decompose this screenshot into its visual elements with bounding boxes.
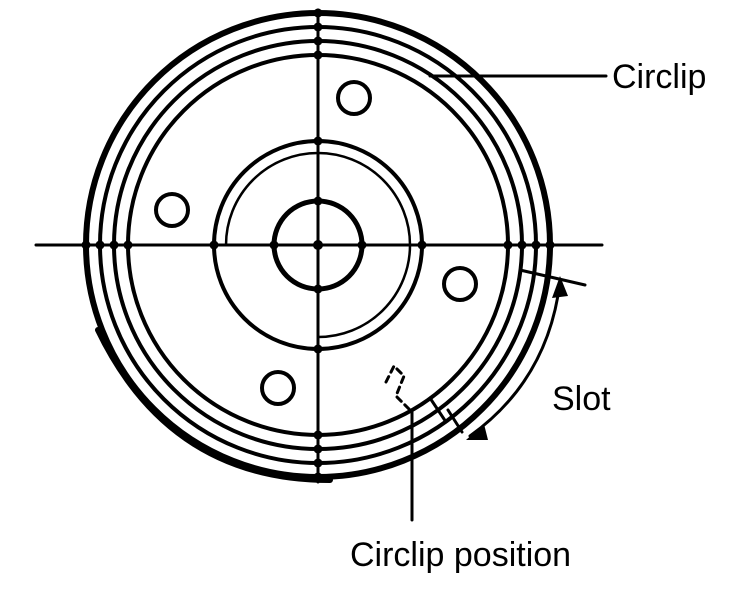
hub-inner-arc (224, 151, 412, 339)
slot-label: Slot (552, 380, 611, 418)
dot-h-12 (531, 240, 541, 250)
circlip-position-label: Circlip position (350, 536, 572, 574)
slot-arrowhead-bottom (466, 424, 488, 440)
dot-h-7 (313, 240, 323, 250)
dot-v-7 (313, 284, 323, 294)
bolt-hole-4 (260, 370, 296, 406)
dot-h-5 (209, 240, 219, 250)
bolt-hole-2 (154, 192, 190, 228)
dot-v-8 (313, 344, 323, 354)
dot-v-4 (313, 50, 323, 60)
dot-v-6 (313, 196, 323, 206)
bolt-hole-3 (442, 266, 478, 302)
slot-tick-2 (446, 408, 464, 434)
dot-h-9 (417, 240, 427, 250)
dot-h-6 (269, 240, 279, 250)
dot-h-1 (81, 240, 91, 250)
slot-leader-line (518, 268, 587, 287)
dot-h-13 (545, 240, 555, 250)
dot-v-2 (313, 22, 323, 32)
dot-h-3 (109, 240, 119, 250)
dot-v-1 (313, 8, 323, 18)
dot-v-12 (313, 472, 323, 482)
slot-arc (468, 280, 562, 438)
dot-v-5 (313, 136, 323, 146)
dot-h-2 (95, 240, 105, 250)
circlip-label: Circlip (612, 58, 707, 96)
dot-h-4 (123, 240, 133, 250)
dot-h-10 (503, 240, 513, 250)
slot-arrowhead-top (552, 276, 568, 298)
circlip-position-mark (384, 363, 412, 412)
slot-tick-1 (428, 396, 448, 424)
dot-v-3 (313, 36, 323, 46)
dot-v-10 (313, 444, 323, 454)
dot-h-11 (517, 240, 527, 250)
lower-arc (95, 327, 333, 483)
bolt-hole-1 (336, 80, 372, 116)
dot-v-11 (313, 458, 323, 468)
dot-v-9 (313, 430, 323, 440)
dot-h-8 (357, 240, 367, 250)
